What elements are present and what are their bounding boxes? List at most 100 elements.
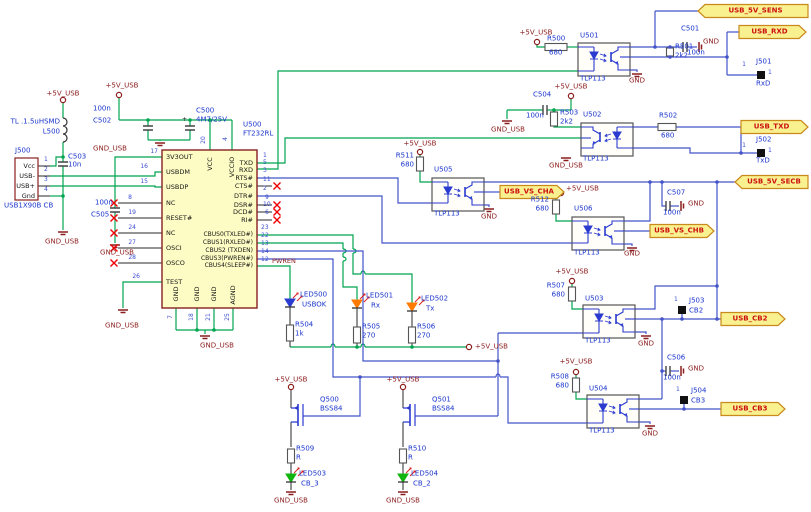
capacitor-symbol	[143, 125, 153, 131]
num-12: 12	[261, 256, 269, 263]
pwren-label: PWREN	[272, 256, 296, 265]
u505-ref: U505	[434, 165, 453, 174]
q500-ref: Q500	[320, 395, 339, 404]
l500-inductor-symbol	[62, 117, 68, 143]
u501-ref: U501	[580, 31, 599, 40]
pin-dsr: DSR#	[233, 200, 253, 209]
j500-pin-usbm: USB-	[19, 171, 35, 180]
r506-val: 270	[417, 331, 431, 340]
led-symbol	[285, 473, 297, 483]
net-flag-usb-cb2[interactable]	[720, 311, 786, 327]
num-3: 3	[263, 167, 267, 174]
c504-ref: C504	[533, 90, 552, 99]
net-flag-label-usb-5v-sens: USB_5V_SENS	[728, 6, 783, 15]
resistor-symbol	[571, 377, 581, 393]
num-17: 17	[150, 148, 158, 155]
pin-osci: OSCI	[166, 243, 182, 252]
j500-usb-connector-body	[14, 157, 39, 201]
gnd-symbol	[698, 42, 703, 52]
resistor-symbol	[286, 448, 296, 464]
led502-ref: LED502	[421, 294, 449, 303]
q500-type: BSS84	[320, 404, 343, 413]
led503-name: CB_3	[301, 479, 319, 488]
pwr-q501: +5V_USB	[386, 375, 420, 384]
pin-gnd21: GND	[209, 286, 218, 302]
u505-type: TLP113	[434, 209, 460, 218]
j504-num: 1	[676, 386, 680, 393]
r503-ref: R503	[560, 108, 579, 117]
resistor-symbol	[657, 122, 677, 132]
power-symbol	[287, 383, 295, 391]
power-symbol	[59, 96, 67, 104]
wires-black	[38, 165, 413, 490]
r502-ref: R502	[659, 111, 678, 120]
pin-nc1: NC	[166, 198, 176, 207]
gnd-test: GND_USB	[105, 321, 139, 330]
r509-ref: R509	[296, 444, 315, 453]
led-symbol	[406, 302, 418, 312]
r500-val: 680	[549, 48, 563, 57]
pwr-c504: +5V_USB	[554, 82, 588, 91]
net-flag-label-usb-txd: USB_TXD	[753, 122, 790, 131]
no-connect-x-icon	[110, 214, 118, 222]
optocoupler-symbol	[571, 216, 625, 251]
num-10: 10	[263, 201, 271, 208]
gnd-symbol	[200, 335, 210, 340]
pin-dtr: DTR#	[234, 191, 253, 200]
j500-num-1: 1	[44, 156, 48, 163]
capacitor-symbol	[682, 42, 688, 52]
gnd-u504: GND	[641, 429, 659, 438]
r510-ref: R510	[408, 444, 427, 453]
r504-val: 1k	[295, 329, 304, 338]
resistor-symbol	[544, 42, 568, 52]
c506-val: 100n	[663, 373, 681, 382]
net-flag-usb-rxd[interactable]	[738, 24, 807, 40]
pwr-r507: +5V_USB	[555, 267, 589, 276]
gnd-caps: GND_USB	[93, 144, 127, 153]
q501-ref: Q501	[432, 395, 451, 404]
c500-plus: +	[182, 116, 188, 123]
led503-ref: LED503	[299, 469, 327, 478]
r504-ref: R504	[295, 320, 314, 329]
resistor-symbol	[567, 286, 577, 302]
resistor-symbol	[415, 156, 425, 172]
pwr-r512: +5V_USB	[566, 184, 599, 193]
pin-agnd: AGND	[228, 285, 237, 305]
gnd-c507: GND	[688, 199, 705, 208]
net-flag-usb-5v-secb[interactable]	[734, 174, 809, 190]
num-15: 15	[140, 178, 148, 185]
gnd-c506: GND	[688, 364, 705, 373]
net-flag-usb-vs-cha[interactable]	[499, 184, 565, 200]
pin-gnd7: GND	[171, 286, 180, 302]
net-flag-usb-5v-sens[interactable]	[697, 3, 809, 19]
pwr-r500: +5V_USB	[519, 28, 553, 37]
l500-ref: L500	[42, 127, 60, 136]
pin-usbdm: USBDM	[166, 167, 190, 176]
u506-type: TLP113	[574, 248, 600, 257]
net-flag-usb-vs-chb[interactable]	[649, 223, 715, 239]
u504-ref: U504	[589, 384, 608, 393]
r511-ref: R511	[395, 151, 414, 160]
capacitor-symbol	[185, 125, 195, 131]
net-flag-usb-txd[interactable]	[740, 119, 809, 135]
pin-dcd: DCD#	[233, 207, 253, 216]
gnd-chip: GND_USB	[200, 341, 234, 350]
gnd-q501: GND_USB	[386, 496, 420, 505]
pwr-caps: +5V_USB	[105, 81, 139, 90]
net-flag-label-usb-5v-secb: USB_5V_SECB	[747, 177, 801, 186]
net-flag-usb-cb3[interactable]	[720, 401, 786, 417]
l500-type: TL .1.5uHSMD	[10, 117, 60, 126]
optocoupler-symbol	[586, 394, 640, 429]
num-16: 16	[140, 163, 148, 170]
gnd-symbol	[680, 366, 685, 376]
c505-val: 100n	[95, 198, 113, 207]
net-flag-label-usb-cb3: USB_CB3	[732, 404, 768, 413]
r508-val: 680	[555, 381, 569, 390]
num-9: 9	[265, 194, 269, 201]
j500-num-3: 3	[44, 176, 48, 183]
gnd-u503: GND	[637, 339, 655, 348]
no-connect-x-icon	[273, 201, 281, 209]
r507-ref: R507	[546, 281, 565, 290]
